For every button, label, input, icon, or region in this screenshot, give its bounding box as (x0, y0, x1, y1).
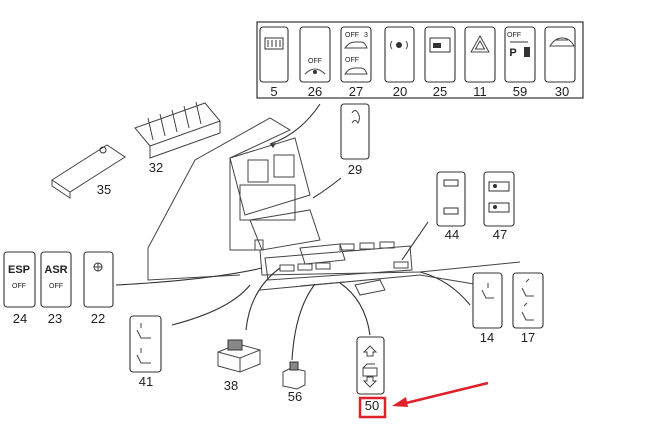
off-text: OFF (507, 32, 521, 39)
switch-59: OFF P (504, 26, 536, 83)
label-5: 5 (270, 84, 277, 99)
three-text: 3 (364, 32, 368, 39)
label-25: 25 (433, 84, 447, 99)
switch-22 (83, 251, 114, 308)
asr-text: ASR (44, 264, 67, 276)
switch-26: OFF (299, 26, 331, 83)
off-text: OFF (49, 283, 63, 290)
off-text: OFF (345, 32, 359, 39)
label-59: 59 (513, 84, 527, 99)
label-17: 17 (521, 330, 535, 345)
off-text: OFF (12, 283, 26, 290)
switch-25 (424, 26, 456, 83)
switch-23-asr: ASR OFF (40, 251, 72, 308)
p-text: P (509, 47, 516, 59)
label-38: 38 (224, 378, 238, 393)
switch-24-esp: ESP OFF (3, 251, 36, 308)
highlight-arrow (392, 381, 489, 407)
label-30: 30 (555, 84, 569, 99)
leader-29 (312, 177, 342, 199)
leader-top-panel (269, 103, 321, 145)
label-23: 23 (48, 311, 62, 326)
label-32: 32 (149, 160, 163, 175)
esp-text: ESP (8, 264, 30, 276)
label-27: 27 (349, 84, 363, 99)
leader-50 (339, 282, 371, 336)
label-44: 44 (445, 227, 459, 242)
label-26: 26 (308, 84, 322, 99)
switch-47 (483, 171, 515, 227)
leader-56 (291, 283, 316, 361)
label-35: 35 (97, 182, 111, 197)
off-text: OFF (345, 57, 359, 64)
label-56: 56 (288, 389, 302, 404)
leader-22 (115, 267, 263, 286)
switch-30 (544, 26, 576, 83)
leader-14 (419, 271, 471, 306)
switch-20 (384, 26, 415, 83)
switch-41 (129, 315, 162, 373)
part-35-tray (51, 144, 126, 199)
leader-38 (245, 267, 281, 331)
highlight-box-50 (358, 396, 387, 419)
label-11: 11 (473, 84, 487, 99)
label-47: 47 (493, 227, 507, 242)
part-38 (217, 339, 261, 373)
label-22: 22 (91, 311, 105, 326)
label-14: 14 (480, 330, 494, 345)
label-20: 20 (393, 84, 407, 99)
label-41: 41 (139, 374, 153, 389)
switch-5 (259, 26, 289, 83)
switch-50 (356, 336, 385, 395)
center-console (147, 117, 521, 296)
off-text: OFF (308, 58, 322, 65)
part-32-vent (134, 101, 221, 159)
label-50: 50 (365, 398, 379, 413)
switch-14 (472, 272, 503, 329)
leader-41 (171, 284, 251, 326)
label-24: 24 (13, 311, 27, 326)
switch-44 (436, 171, 466, 227)
part-56 (282, 361, 306, 390)
switch-27: OFF 3 OFF (340, 26, 372, 83)
leader-44 (401, 221, 429, 261)
label-29: 29 (348, 162, 362, 177)
switch-17 (512, 272, 544, 329)
switch-11-hazard (464, 26, 496, 83)
switch-29 (340, 103, 370, 160)
